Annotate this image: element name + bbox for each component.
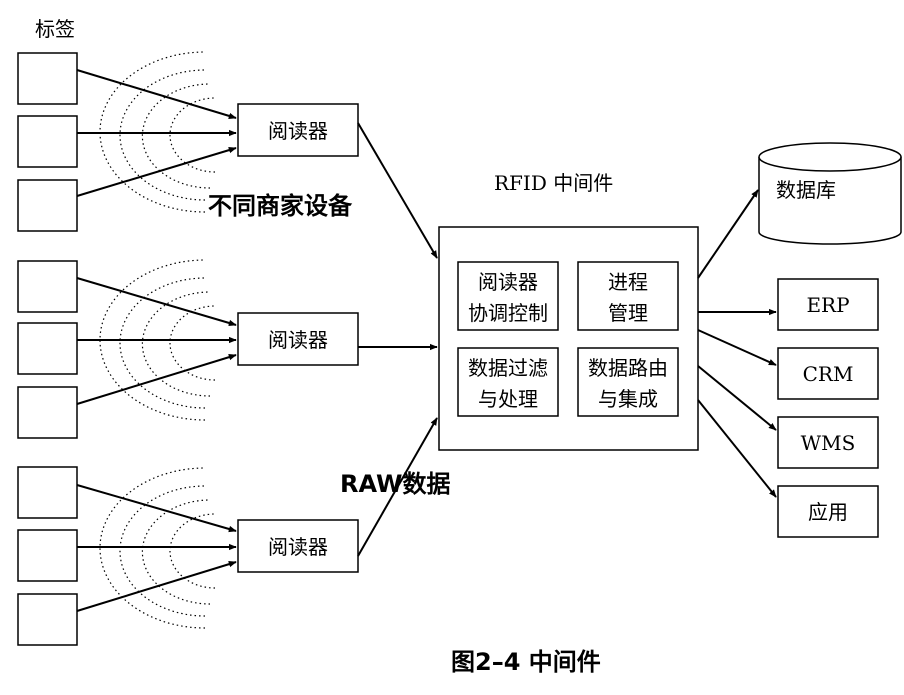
app-application: 应用 xyxy=(777,485,879,538)
app-erp: ERP xyxy=(777,278,879,331)
tag-label: 标签 xyxy=(35,17,75,41)
radio-waves-1 xyxy=(99,51,216,213)
middleware-title: RFID 中间件 xyxy=(494,171,613,195)
svg-text:管理: 管理 xyxy=(608,301,648,325)
reader-group-3: 阅读器 xyxy=(17,466,359,646)
svg-text:与处理: 与处理 xyxy=(478,387,538,411)
reader-group-1: 阅读器 xyxy=(17,51,359,232)
reader-to-middleware-arrow xyxy=(357,417,438,557)
radio-waves-3 xyxy=(99,467,216,629)
reader-box xyxy=(237,103,359,157)
app-wms: WMS xyxy=(777,416,879,469)
module-data-filtering: 数据过滤 与处理 xyxy=(457,347,559,417)
tag-box xyxy=(17,529,78,582)
tag-signal-arrow xyxy=(76,69,237,119)
tag-box xyxy=(17,466,78,519)
figure-caption: 图2–4 中间件 xyxy=(451,648,601,676)
tag-box xyxy=(17,179,78,232)
tag-box xyxy=(17,322,78,375)
tag-box xyxy=(17,115,78,168)
reader-to-middleware-arrow xyxy=(357,122,438,259)
middleware-to-wms-arrow xyxy=(697,365,777,431)
app-crm: CRM xyxy=(777,347,879,400)
tag-box xyxy=(17,386,78,439)
module-reader-coordination: 阅读器 协调控制 xyxy=(457,261,559,331)
middleware-to-crm-arrow xyxy=(697,329,777,366)
svg-text:进程: 进程 xyxy=(608,270,648,294)
reader-box xyxy=(237,312,359,366)
tag-box xyxy=(17,52,78,105)
svg-text:ERP: ERP xyxy=(806,293,849,317)
svg-text:协调控制: 协调控制 xyxy=(468,301,548,325)
database-cylinder: 数据库 xyxy=(758,142,902,245)
reader-box xyxy=(237,519,359,573)
reader-label: 阅读器 xyxy=(268,328,328,352)
tag-box xyxy=(17,593,78,646)
svg-text:CRM: CRM xyxy=(803,362,854,386)
svg-text:应用: 应用 xyxy=(808,500,848,524)
tag-box xyxy=(17,260,78,313)
middleware-to-database-arrow xyxy=(697,189,759,279)
reader-label: 阅读器 xyxy=(268,119,328,143)
database-label: 数据库 xyxy=(776,178,836,202)
tag-signal-arrow xyxy=(76,277,237,327)
raw-data-label: RAW数据 xyxy=(340,470,450,498)
svg-text:阅读器: 阅读器 xyxy=(478,270,538,294)
svg-text:数据路由: 数据路由 xyxy=(588,356,668,380)
middleware-to-app-arrow xyxy=(697,399,777,498)
module-data-routing: 数据路由 与集成 xyxy=(577,347,679,417)
svg-text:数据过滤: 数据过滤 xyxy=(468,356,548,380)
tag-signal-arrow xyxy=(76,484,237,533)
reader-label: 阅读器 xyxy=(268,535,328,559)
tag-signal-arrow xyxy=(76,561,237,612)
radio-waves-2 xyxy=(99,259,216,421)
svg-text:WMS: WMS xyxy=(801,431,856,455)
tag-signal-arrow xyxy=(76,354,237,405)
svg-text:与集成: 与集成 xyxy=(598,387,658,411)
module-process-management: 进程 管理 xyxy=(577,261,679,331)
tag-signal-arrow xyxy=(76,147,237,197)
reader-group-2: 阅读器 xyxy=(17,259,359,439)
vendor-devices-label: 不同商家设备 xyxy=(208,192,353,220)
